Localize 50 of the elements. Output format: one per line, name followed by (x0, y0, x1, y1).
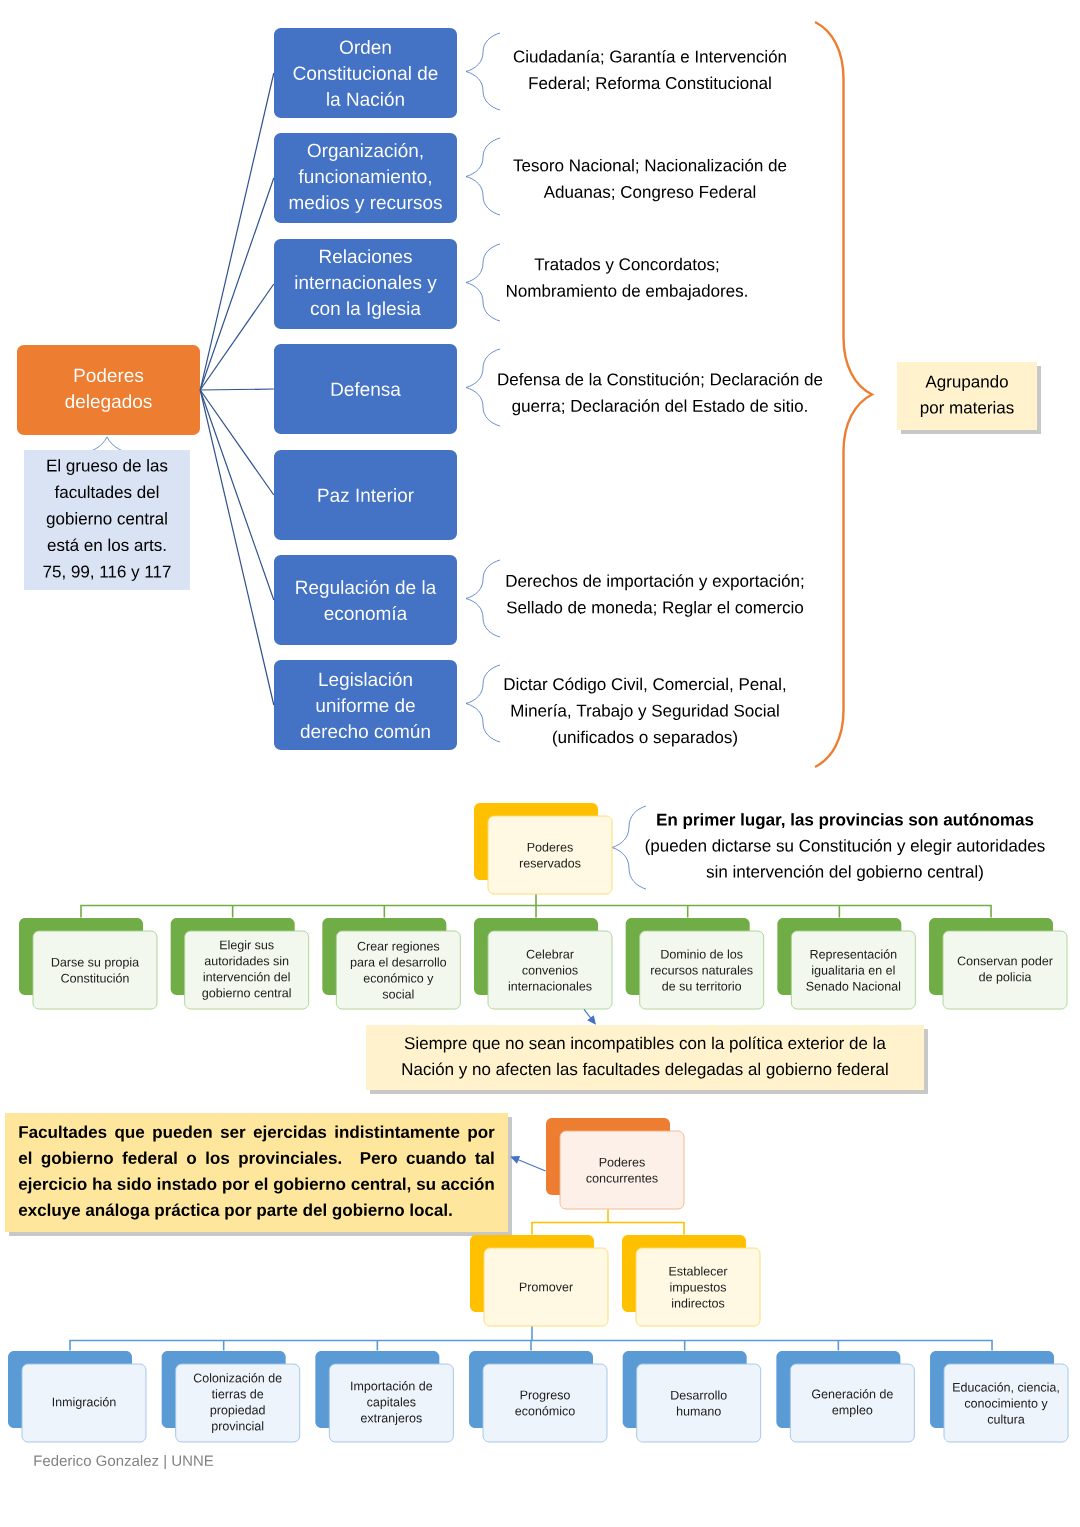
item-card: Progreso económico (469, 1351, 608, 1443)
note-box: Agrupando por materias (897, 362, 1041, 434)
topic-box: Orden Constitucional de la Nación (274, 28, 457, 118)
item-card: Darse su propia Constitución (19, 918, 158, 1010)
item-card: Desarrollo humano (622, 1351, 762, 1443)
connector-line (199, 177, 275, 391)
connector-line (199, 389, 275, 706)
note-box: Facultades que pueden ser ejercidas indistintamente por el gobierno federal o los provinciales. Pero cuando tal ejercicio ha sido instado por el gobierno central, su acción excluye análoga práctica por parte del gobierno local. (5, 1113, 512, 1236)
connector-line (199, 389, 275, 601)
note-box: El grueso de las facultades del gobierno central está en los arts. 75, 99, 116 y 117 (24, 450, 190, 590)
main-topic-box: Poderes delegados (17, 345, 200, 435)
subcategory-card: Promover (470, 1235, 609, 1327)
item-card: Crear regiones para el desarrollo económico y social (322, 918, 461, 1010)
detail-text: Tesoro Nacional; Nacionalización de Aduanas; Congreso Federal (513, 158, 787, 202)
connector-line (80, 893, 992, 919)
item-card: Educación, ciencia, conocimiento y cultura (930, 1351, 1069, 1443)
note-heading: En primer lugar, las provincias son autónomas (657, 813, 1034, 830)
detail-text: Tratados y Concordatos; Nombramiento de embajadores. (507, 257, 747, 301)
detail-text: Dictar Código Civil, Comercial, Penal, Minería, Trabajo y Seguridad Social (unificados o separados) (504, 677, 786, 747)
detail-text: Derechos de importación y exportación; Sellado de moneda; Reglar el comercio (506, 574, 804, 617)
item-card: Inmigración (8, 1351, 147, 1443)
topic-box: Legislación uniforme de derecho común (274, 660, 457, 750)
item-card: Colonización de tierras de propiedad provincial (161, 1351, 301, 1443)
detail-text: Ciudadanía; Garantía e Intervención Federal; Reforma Constitucional (513, 49, 786, 92)
topic-box: Regulación de la economía (274, 555, 457, 645)
arrow (583, 1008, 596, 1025)
item-card: Dominio de los recursos naturales de su territorio (625, 918, 765, 1010)
topic-box: Relaciones internacionales y con la Iglesia (274, 239, 457, 329)
connector-line (199, 283, 275, 391)
footer-text: Federico Gonzalez | UNNE (34, 1455, 214, 1470)
item-card: Importación de capitales extranjeros (315, 1351, 454, 1443)
note-text: (pueden dictarse su Constitución y elegir autoridades sin intervención del gobierno central) (645, 839, 1045, 882)
note-box: Siempre que no sean incompatibles con la política exterior de la Nación y no afecten las facultades delegadas al gobierno federal (366, 1025, 928, 1094)
item-card: Elegir sus autoridades sin intervención del gobierno central (170, 918, 310, 1010)
item-card: Conservan poder de policia (929, 918, 1068, 1010)
topic-box: Defensa (274, 344, 457, 434)
topic-box: Paz Interior (274, 450, 457, 540)
connector-line (69, 1325, 993, 1352)
topic-box: Organización, funcionamiento, medios y recursos (274, 133, 457, 223)
category-card: Poderes reservados (474, 803, 613, 895)
item-card: Representación igualitaria en el Senado Nacional (777, 918, 916, 1010)
connector-line (199, 389, 275, 496)
item-card: Generación de empleo (776, 1351, 915, 1443)
item-card: Celebrar convenios internacionales (474, 918, 613, 1010)
connector-line (531, 1208, 685, 1236)
subcategory-card: Establecer impuestos indirectos (622, 1235, 761, 1327)
connector-line (199, 388, 275, 391)
arrow (510, 1156, 547, 1172)
detail-text: Defensa de la Constitución; Declaración de guerra; Declaración del Estado de sitio. (498, 372, 823, 416)
category-card: Poderes concurrentes (546, 1118, 685, 1210)
